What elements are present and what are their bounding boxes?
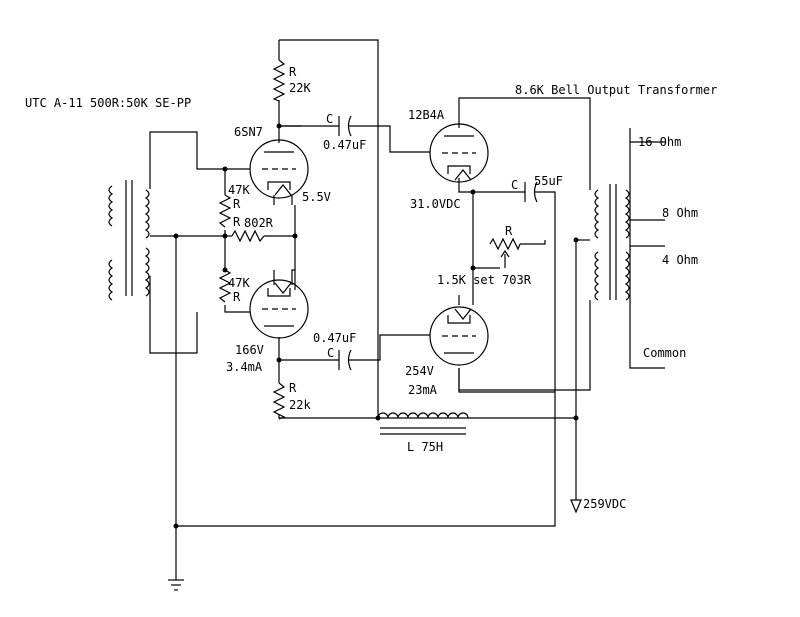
tap-8-label: 8 Ohm [662,206,698,220]
tap-4-label: 4 Ohm [662,253,698,267]
resistor-grid-bottom [218,269,232,303]
r-grid-top-value: 47K [228,183,250,197]
choke-inductor [377,412,469,435]
r-grid-bottom-label: R [233,290,241,304]
c-bypass-value: 55uF [534,174,563,188]
c-bottom-coupling-label: C [327,346,334,360]
r-top-plate-label: R [289,65,297,79]
resistor-cathode [231,229,265,243]
tap-common-label: Common [643,346,686,360]
output-transformer-label: 8.6K Bell Output Transformer [515,83,717,97]
supply-arrow-icon [570,499,582,514]
capacitor-bottom-coupling [338,349,352,371]
labels: UTC A-11 500R:50K SE-PP 8.6K Bell Output… [25,65,717,511]
driver-tube-top [249,139,309,199]
input-transformer [108,180,150,301]
driver-tube-bottom [249,279,309,339]
r-set-label: R [505,224,513,238]
resistor-grid-top [218,194,232,228]
driver-plate-current: 3.4mA [226,360,263,374]
resistor-set [489,237,521,268]
capacitor-top-coupling [338,115,352,137]
driver-tube-label: 6SN7 [234,125,263,139]
r-cathode-value: 802R [244,216,274,230]
r-bottom-plate-value: 22k [289,398,311,412]
output-tube-top [429,123,489,183]
r-top-plate-value: 22K [289,81,311,95]
driver-cathode-voltage: 5.5V [302,190,331,204]
c-bottom-coupling-value: 0.47uF [313,331,356,345]
choke-label: L 75H [407,440,443,454]
c-bypass-label: C [511,178,518,192]
output-cathode-voltage: 31.0VDC [410,197,461,211]
input-transformer-label: UTC A-11 500R:50K SE-PP [25,96,191,110]
supply-label: 259VDC [583,497,626,511]
output-transformer [594,184,630,301]
driver-plate-voltage: 166V [235,343,264,357]
ground-icon [168,579,184,591]
output-tube-bottom [429,306,489,366]
r-cathode-label: R [233,215,241,229]
capacitor-bypass [524,181,538,203]
output-plate-voltage: 254V [405,364,434,378]
r-grid-bottom-value: 47K [228,276,250,290]
c-top-coupling-label: C [326,112,333,126]
tap-16-label: 16 Ohm [638,135,681,149]
r-bottom-plate-label: R [289,381,297,395]
r-set-value: 1.5K set 703R [437,273,532,287]
output-plate-current: 23mA [408,383,438,397]
resistor-bottom-plate [272,382,286,420]
c-top-coupling-value: 0.47uF [323,138,366,152]
r-grid-top-label: R [233,197,241,211]
resistor-top-plate [272,59,286,102]
output-tube-label: 12B4A [408,108,445,122]
wiring [149,39,665,580]
